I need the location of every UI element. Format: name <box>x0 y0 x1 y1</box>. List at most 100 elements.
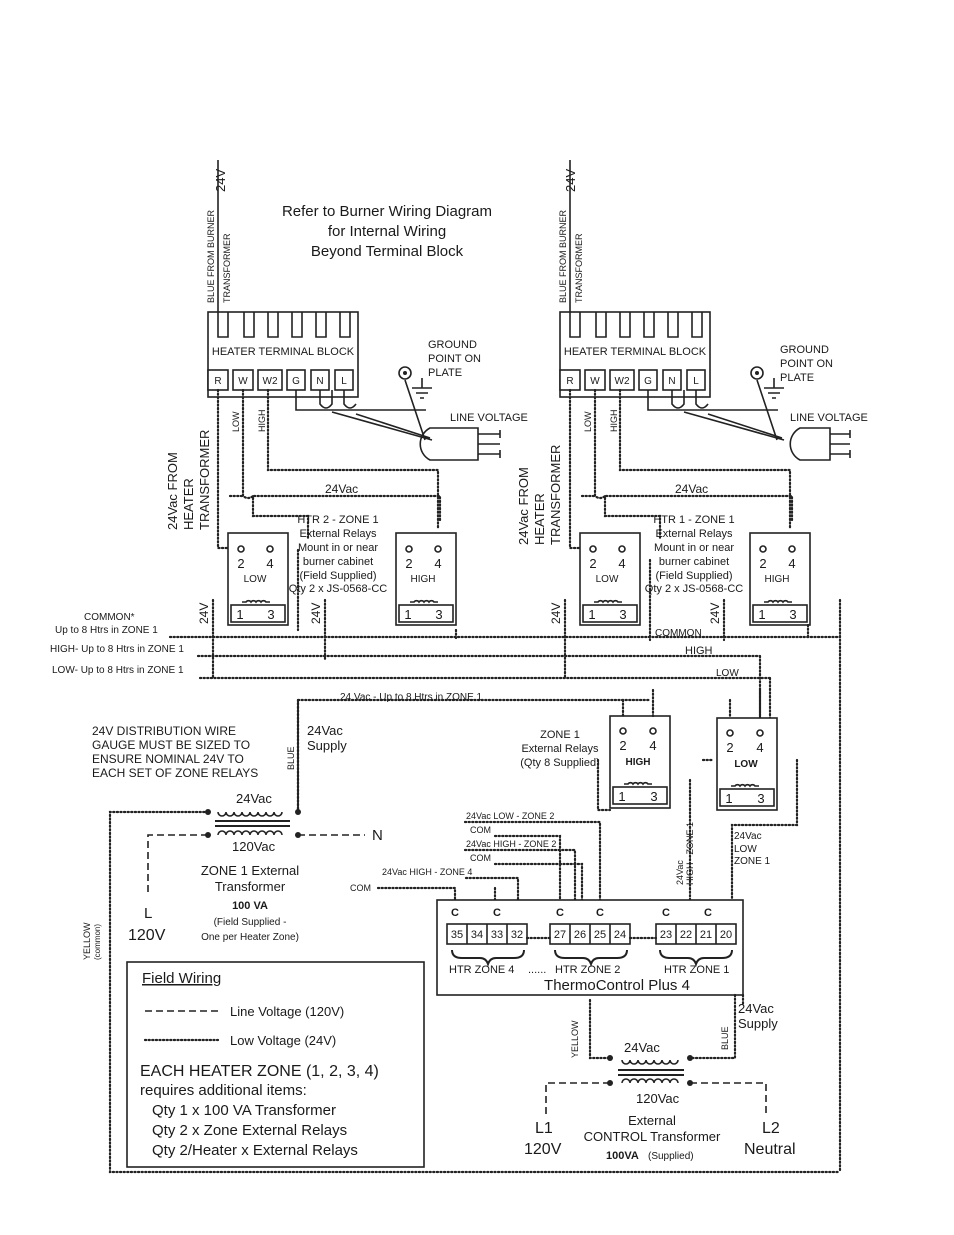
zone-relays-title-1: ZONE 1 <box>540 729 580 741</box>
heater-2-ground-and-plug: GROUND POINT ON PLATE LINE VOLTAGE <box>295 339 528 461</box>
control-transformer-supply-2: Supply <box>738 1016 778 1031</box>
relay-terminal-3: 3 <box>789 607 796 622</box>
relay-terminal-icon <box>726 729 734 737</box>
heater-1-terminal-w: W <box>590 376 600 387</box>
relay-terminal-4: 4 <box>618 556 625 571</box>
relay-terminal-icon <box>434 545 442 553</box>
zone-transformer-primary-coil-icon <box>217 830 283 836</box>
heater-1-ground-and-plug: GROUND POINT ON PLATE LINE VOLTAGE <box>647 344 868 461</box>
heater-2-line-voltage: LINE VOLTAGE <box>450 412 528 424</box>
zone-1-relays: ZONE 1 External Relays (Qty 8 Supplied) … <box>520 688 799 902</box>
controller-zone-4: HTR ZONE 4 <box>449 964 514 976</box>
distribution-line-3: ENSURE NOMINAL 24V TO <box>92 752 244 766</box>
controller-c-label: C <box>493 907 501 919</box>
heater-1-relay-note-3: Mount in or near <box>654 542 734 554</box>
relay-coil-icon <box>242 599 270 604</box>
heater-2-relay-high: 2 4 HIGH 1 3 <box>395 532 457 626</box>
relay-coil-icon <box>624 781 652 786</box>
relay-terminal-2: 2 <box>619 738 626 753</box>
controller-terminal-22: 22 <box>680 929 692 941</box>
relay-terminal-4: 4 <box>756 740 763 755</box>
relay-terminal-3: 3 <box>650 789 657 804</box>
legend-each-1: EACH HEATER ZONE (1, 2, 3, 4) <box>140 1063 379 1080</box>
wire-high-zone-2: 24Vac HIGH - ZONE 2 <box>466 839 556 849</box>
legend-each-2: requires additional items: <box>140 1082 307 1099</box>
heater-2-ground-point-icon <box>398 366 412 380</box>
heater-2-terminal-r: R <box>214 376 221 387</box>
heater-1-terminal-block: HEATER TERMINAL BLOCK R W W2 G N L <box>559 311 711 398</box>
heater-1-wire-low-label: LOW <box>583 411 593 432</box>
heater-1-terminal-w2: W2 <box>615 376 630 387</box>
relay-terminal-4: 4 <box>266 556 273 571</box>
heater-1-relay-low: 2 4 LOW 1 3 <box>579 532 641 626</box>
relay-terminal-icon <box>759 545 767 553</box>
controller-c-label: C <box>662 907 670 919</box>
controller-terminal-32: 32 <box>511 929 523 941</box>
control-transformer-rating: 100VA <box>606 1150 639 1162</box>
control-transformer: YELLOW BLUE 24Vac Supply 24Vac 120Vac L1… <box>524 993 796 1162</box>
brace-zone-1 <box>659 949 733 968</box>
heater-2-relay-note-4: burner cabinet <box>303 556 373 568</box>
control-transformer-supplied: (Supplied) <box>648 1151 694 1162</box>
controller-terminal-23: 23 <box>660 929 672 941</box>
relay-terminal-1: 1 <box>758 607 765 622</box>
refer-note-line-3: Beyond Terminal Block <box>311 243 464 260</box>
zone-transformer-note-2: One per Heater Zone) <box>201 932 299 943</box>
heater-1-from-transformer-2: HEATER <box>532 493 547 545</box>
relay-name: LOW <box>244 574 267 585</box>
legend-item-1: Qty 1 x 100 VA Transformer <box>152 1102 336 1119</box>
heater-2-terminal-w2: W2 <box>263 376 278 387</box>
controller-zone-2: HTR ZONE 2 <box>555 964 620 976</box>
heater-2-supply-24v: 24V <box>213 169 228 192</box>
control-transformer-blue: BLUE <box>720 1026 730 1050</box>
control-transformer-primary-coil-icon <box>621 1078 679 1084</box>
zone-transformer-note-1: (Field Supplied - <box>214 917 287 928</box>
relay-coil-icon <box>410 599 438 604</box>
relay-name: HIGH <box>765 574 790 585</box>
heater-2-terminal-l: L <box>341 376 347 387</box>
relay-terminal-2: 2 <box>237 556 244 571</box>
heater-2-relay-note-3: Mount in or near <box>298 542 378 554</box>
heater-1-transformer-label: TRANSFORMER <box>574 233 584 303</box>
zone-relay-high-wire-2: HIGH - ZONE 1 <box>685 822 695 885</box>
relay-terminal-3: 3 <box>619 607 626 622</box>
relay-terminal-icon <box>619 727 627 735</box>
zone-relay-low-wire-1: 24Vac <box>734 831 762 842</box>
heater-1-wire-high-label: HIGH <box>609 410 619 433</box>
wire-com-2: COM <box>470 853 491 863</box>
zone-relays-title-3: (Qty 8 Supplied) <box>520 757 599 769</box>
bus-low: LOW- Up to 8 Htrs in ZONE 1 <box>52 665 184 676</box>
distribution-line-1: 24V DISTRIBUTION WIRE <box>92 724 236 738</box>
controller-terminal-20: 20 <box>720 929 732 941</box>
zone-transformer-secondary: 24Vac <box>236 791 272 806</box>
heater-1-relay-note-2: External Relays <box>655 528 733 540</box>
heater-2-terminal-g: G <box>292 376 300 387</box>
heater-2-tap-24v-2: 24V <box>309 603 323 624</box>
heater-2-relay-note-1: HTR 2 - ZONE 1 <box>297 514 378 526</box>
heater-1-relay-note-6: Qty 2 x JS-0568-CC <box>645 583 743 595</box>
distribution-note: 24V DISTRIBUTION WIRE GAUGE MUST BE SIZE… <box>92 723 347 780</box>
control-transformer-secondary: 24Vac <box>624 1040 660 1055</box>
heater-1-ground-point-icon <box>750 366 764 380</box>
heater-1-terminal-block-label: HEATER TERMINAL BLOCK <box>564 346 707 358</box>
heater-2-transformer-label: TRANSFORMER <box>222 233 232 303</box>
heater-2-terminal-w: W <box>238 376 248 387</box>
heater-1-relay-note-4: burner cabinet <box>659 556 729 568</box>
heater-1-line-voltage: LINE VOLTAGE <box>790 412 868 424</box>
heater-2-ground-2: POINT ON <box>428 353 481 365</box>
relay-terminal-4: 4 <box>434 556 441 571</box>
zone-bus: COMMON* Up to 8 Htrs in ZONE 1 HIGH- Up … <box>50 598 842 1174</box>
heater-2-bus-24vac: 24Vac <box>325 482 358 496</box>
legend-low-voltage: Low Voltage (24V) <box>230 1033 336 1048</box>
control-transformer-name-1: External <box>628 1113 676 1128</box>
controller-terminal-strip: 35 34 33 32 27 26 25 24 23 22 21 20 <box>446 923 737 945</box>
heater-1-terminal-g: G <box>644 376 652 387</box>
heater-2-relay-note-5: (Field Supplied) <box>299 570 376 582</box>
heater-2-from-transformer-2: HEATER <box>181 478 196 530</box>
heater-2-section: 24V BLUE FROM BURNER TRANSFORMER HEATER … <box>165 160 528 680</box>
controller-terminal-26: 26 <box>574 929 586 941</box>
zone-transformer-primary: 120Vac <box>232 839 276 854</box>
bus-common-right: COMMON <box>655 628 702 639</box>
controller-terminal-25: 25 <box>594 929 606 941</box>
heater-2-wire-high-label: HIGH <box>257 410 267 433</box>
